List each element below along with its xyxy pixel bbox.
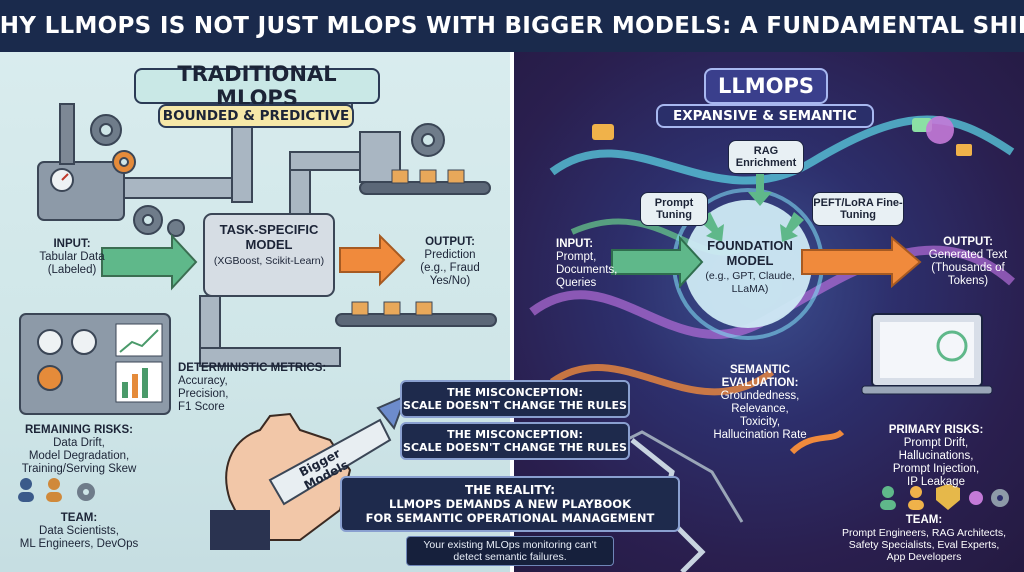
llm-team-title: TEAM: [905, 514, 943, 526]
metrics-line: F1 Score [178, 401, 225, 413]
prompt-tuning-tag: Prompt Tuning [640, 192, 708, 226]
remaining-risks: REMAINING RISKS: Data Drift, Model Degra… [4, 424, 154, 476]
peft-arrow [780, 212, 804, 242]
rag-enrichment-tag: RAG Enrichment [728, 140, 804, 174]
person-icon [18, 478, 95, 502]
llm-team-line: App Developers [886, 551, 962, 563]
bigger-models-arrow [268, 418, 392, 506]
gear-icon [90, 114, 445, 237]
footnote-line: detect semantic failures. [453, 551, 567, 563]
misconception-text: SCALE DOESN'T CHANGE THE RULES [403, 441, 627, 454]
eval-title: SEMANTIC EVALUATION: [721, 364, 799, 389]
reality-banner: THE REALITY: LLMOPS DEMANDS A NEW PLAYBO… [340, 476, 680, 532]
mlops-input-title: INPUT: [53, 238, 91, 250]
misconception-banner-1: THE MISCONCEPTION: SCALE DOESN'T CHANGE … [400, 380, 630, 418]
primary-risks-line: IP Leakage [907, 476, 965, 488]
model-box [203, 213, 335, 297]
llmops-team: TEAM: Prompt Engineers, RAG Architects, … [826, 514, 1022, 563]
risks-line: Data Drift, [53, 437, 105, 449]
deterministic-metrics: DETERMINISTIC METRICS: Accuracy, Precisi… [178, 362, 328, 414]
model-title: TASK-SPECIFIC MODEL [219, 222, 319, 252]
foundation-model-title: FOUNDATION MODEL [707, 238, 793, 268]
orb-icon [926, 116, 954, 144]
mlops-output-title: OUTPUT: [425, 236, 475, 248]
primary-risks-line: Prompt Injection, [892, 463, 980, 475]
factory-icon [37, 103, 125, 221]
reality-title: THE REALITY: [464, 483, 556, 497]
reality-line: LLMOPS DEMANDS A NEW PLAYBOOK [389, 497, 631, 511]
misconception-title: THE MISCONCEPTION: [447, 386, 583, 399]
team-line: ML Engineers, DevOps [19, 538, 139, 550]
llmops-subheading: EXPANSIVE & SEMANTIC [656, 104, 874, 128]
team-title: TEAM: [60, 512, 98, 524]
mlops-output-line: Yes/No) [429, 275, 471, 287]
risks-line: Model Degradation, [28, 450, 130, 462]
llm-team-line: Safety Specialists, Eval Experts, [848, 539, 1000, 551]
risks-title: REMAINING RISKS: [25, 424, 133, 436]
dashboard-icon [19, 313, 171, 415]
laptop-icon [861, 313, 993, 395]
metrics-line: Precision, [178, 388, 229, 400]
llmops-heading: LLMOPS [704, 68, 828, 104]
llm-output-arrow [801, 235, 922, 289]
llm-output-line: Tokens) [947, 275, 989, 287]
conveyor-icon [335, 131, 497, 327]
title-bar: WHY LLMOPS IS NOT JUST MLOPS WITH BIGGER… [0, 0, 1024, 52]
team-line: Data Scientists, [39, 525, 119, 537]
model-sub: (XGBoost, Scikit-Learn) [213, 255, 325, 267]
llm-input-line: Queries [556, 277, 597, 289]
mlops-output-label: OUTPUT: Prediction (e.g., Fraud Yes/No) [408, 236, 492, 288]
primary-risks-line: Hallucinations, [898, 450, 974, 462]
eval-line: Groundedness, [720, 390, 800, 402]
foundation-model-sub: (e.g., GPT, Claude, LLaMA) [705, 270, 795, 295]
metrics-title: DETERMINISTIC METRICS: [178, 362, 327, 374]
eval-line: Relevance, [731, 403, 789, 415]
shield-icon [936, 484, 960, 510]
output-arrow [339, 233, 406, 287]
panel-divider [510, 52, 514, 572]
mlops-subheading: BOUNDED & PREDICTIVE [158, 104, 354, 128]
llm-input-line: Documents, [556, 264, 618, 276]
misconception-title: THE MISCONCEPTION: [447, 428, 583, 441]
primary-risks-line: Prompt Drift, [903, 437, 969, 449]
reality-line: FOR SEMANTIC OPERATIONAL MANAGEMENT [365, 511, 655, 525]
mlops-heading: TRADITIONAL MLOPS [134, 62, 380, 110]
footnote-line: Your existing MLOps monitoring can't [423, 539, 597, 551]
mlops-team: TEAM: Data Scientists, ML Engineers, Dev… [4, 512, 154, 551]
primary-risks: PRIMARY RISKS: Prompt Drift, Hallucinati… [876, 424, 996, 489]
mlops-output-line: (e.g., Fraud [420, 262, 480, 274]
rag-arrow [748, 172, 772, 206]
risks-line: Training/Serving Skew [21, 463, 137, 475]
misconception-text: SCALE DOESN'T CHANGE THE RULES [403, 399, 627, 412]
misconception-banner-2: THE MISCONCEPTION: SCALE DOESN'T CHANGE … [400, 422, 630, 460]
mlops-input-label: INPUT: Tabular Data (Labeled) [32, 238, 112, 277]
primary-risks-title: PRIMARY RISKS: [888, 424, 984, 436]
metrics-line: Accuracy, [178, 375, 228, 387]
team-icons [880, 484, 1009, 510]
footnote-box: Your existing MLOps monitoring can't det… [406, 536, 614, 566]
page-title: WHY LLMOPS IS NOT JUST MLOPS WITH BIGGER… [0, 13, 1024, 39]
llm-input-arrow [611, 235, 704, 289]
mlops-input-line: (Labeled) [47, 264, 97, 276]
eval-line: Hallucination Rate [713, 429, 807, 441]
eval-line: Toxicity, [739, 416, 781, 428]
llm-input-title: INPUT: [556, 238, 594, 250]
llm-output-line: (Thousands of [931, 262, 1005, 274]
llm-input-line: Prompt, [556, 251, 597, 263]
llm-team-line: Prompt Engineers, RAG Architects, [842, 527, 1006, 539]
llmops-output-label: OUTPUT: Generated Text (Thousands of Tok… [920, 236, 1016, 288]
input-arrow [101, 233, 198, 291]
llmops-input-label: INPUT: Prompt, Documents, Queries [556, 238, 630, 290]
mlops-input-line: Tabular Data [39, 251, 105, 263]
mlops-output-line: Prediction [424, 249, 476, 261]
hand-icon [210, 394, 408, 550]
llm-output-line: Generated Text [928, 249, 1008, 261]
semantic-evaluation: SEMANTIC EVALUATION: Groundedness, Relev… [692, 364, 828, 442]
peft-lora-tag: PEFT/LoRA Fine-Tuning [812, 192, 904, 226]
task-specific-model-label: TASK-SPECIFIC MODEL (XGBoost, Scikit-Lea… [204, 222, 334, 268]
llm-output-title: OUTPUT: [943, 236, 993, 248]
llmops-illustration [529, 115, 1015, 572]
foundation-model-label: FOUNDATION MODEL (e.g., GPT, Claude, LLa… [700, 238, 800, 296]
